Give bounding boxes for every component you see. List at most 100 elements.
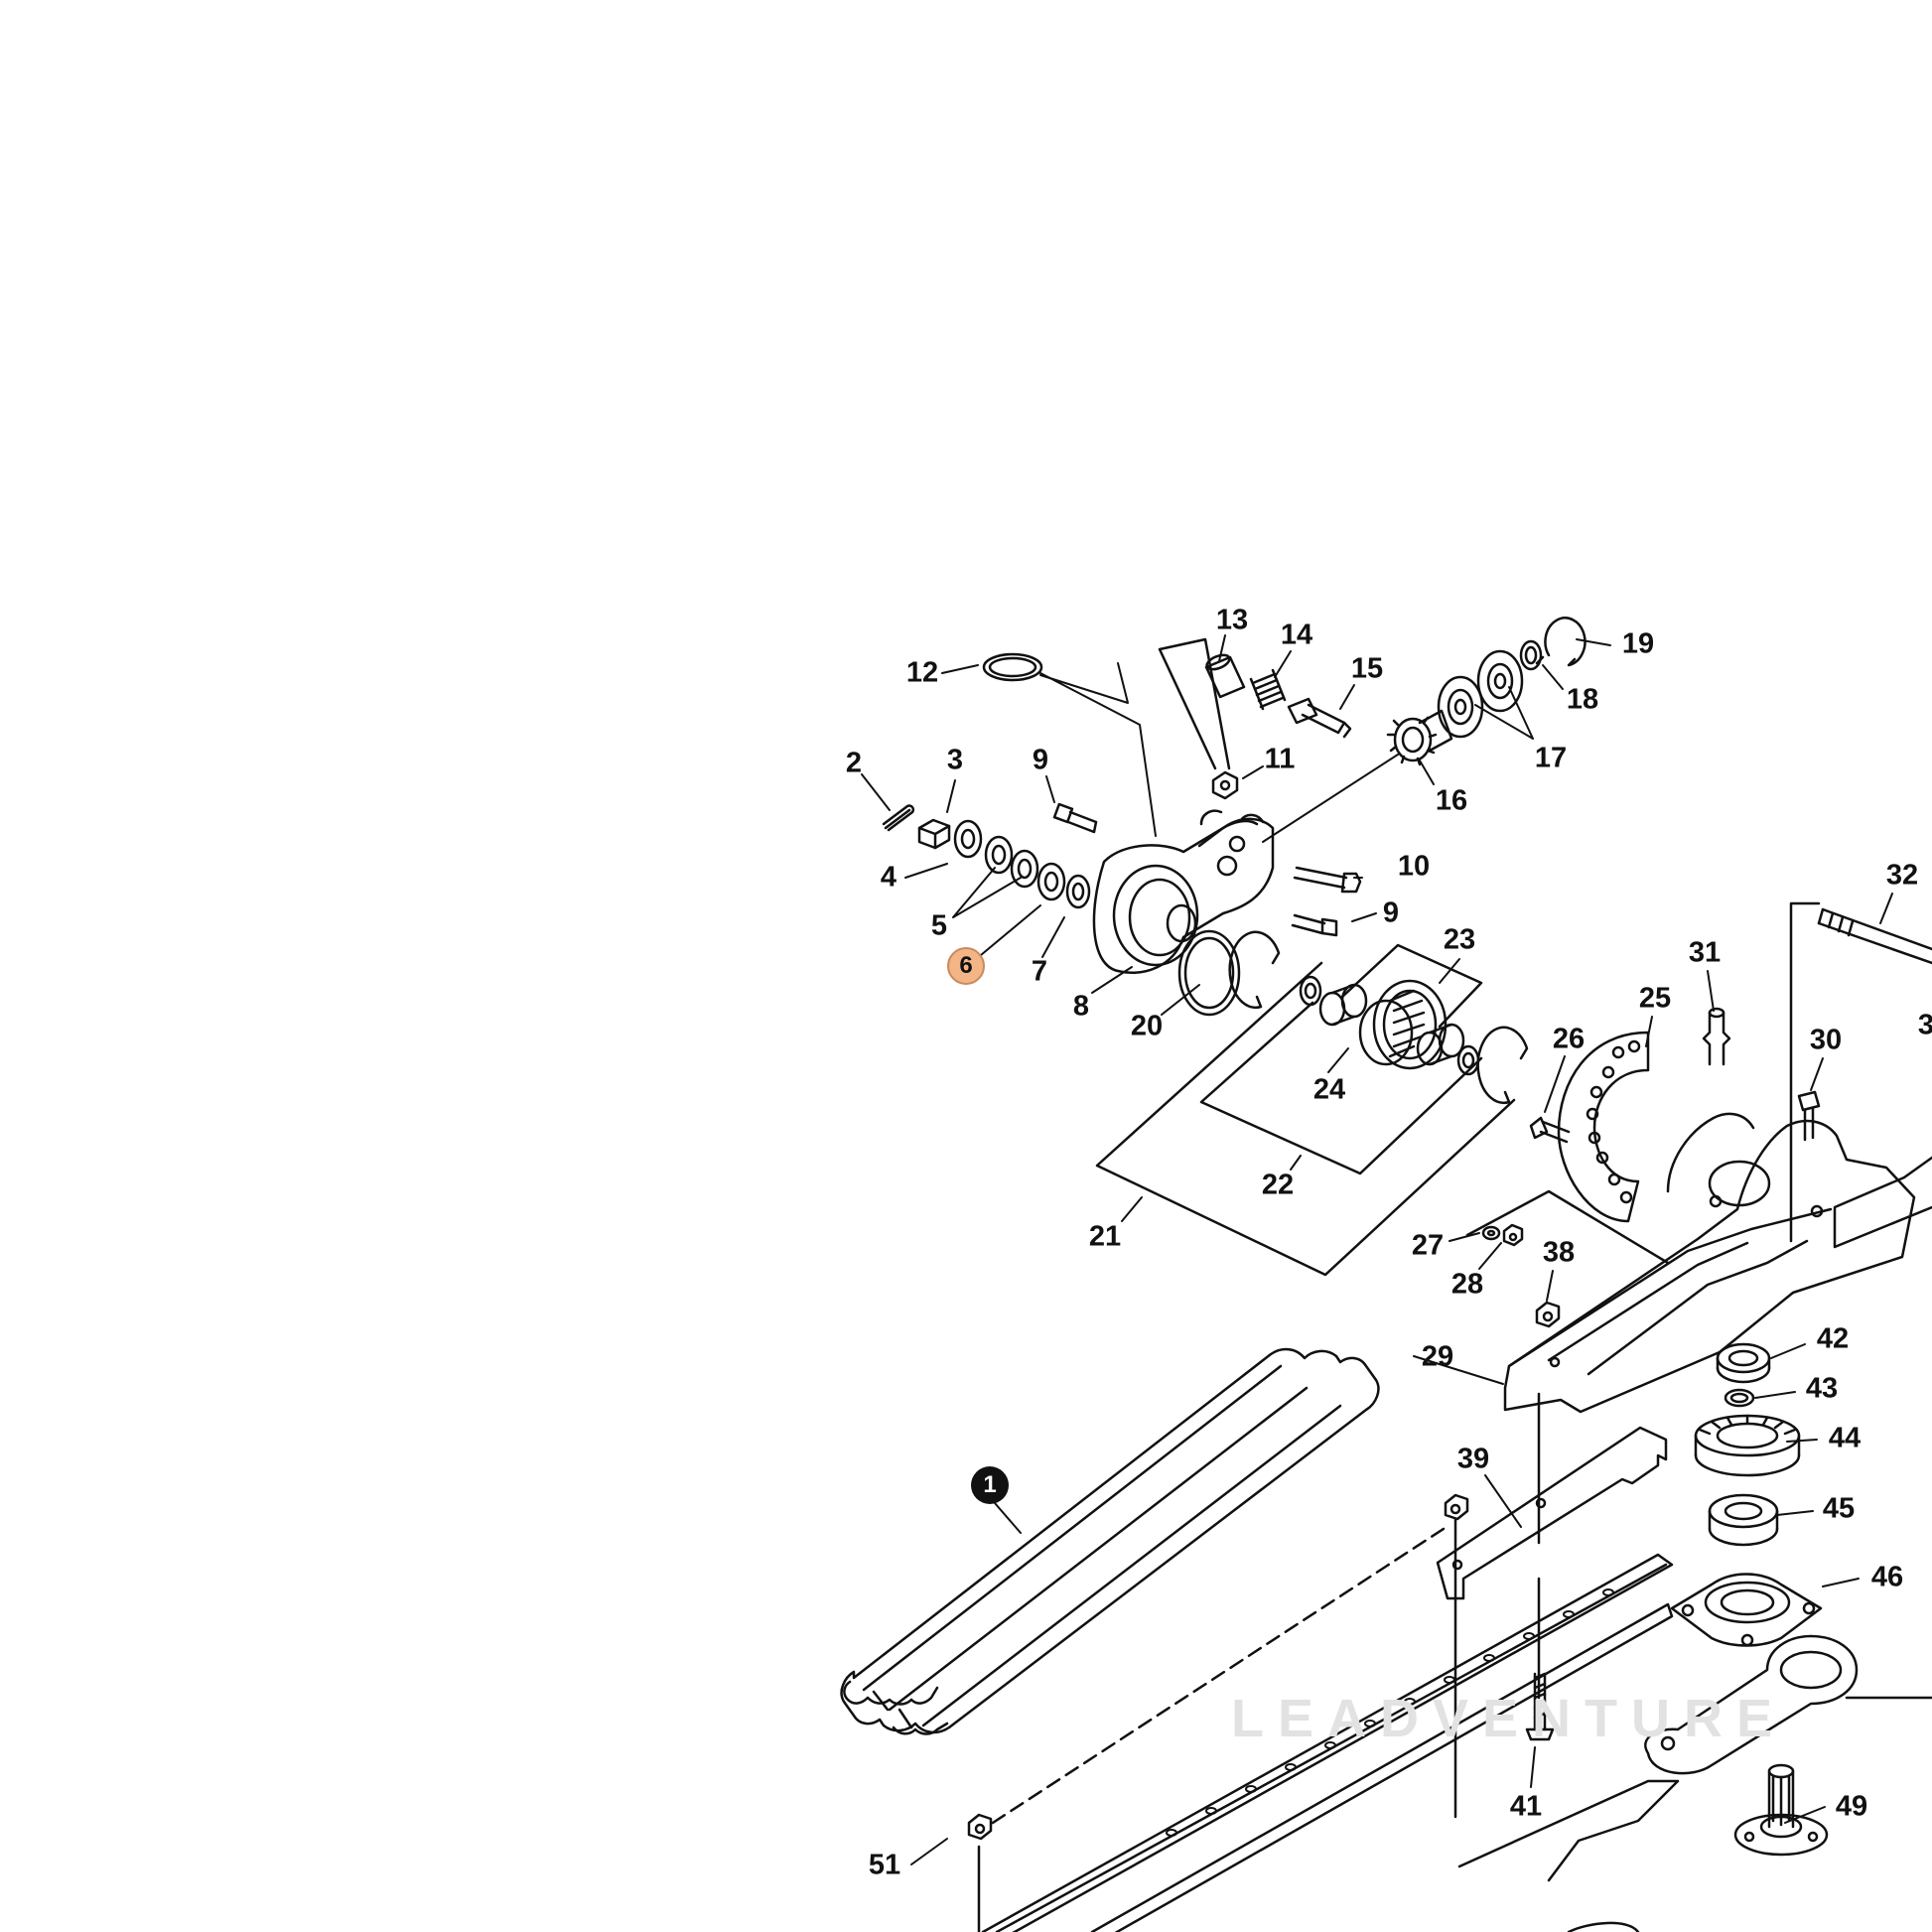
part-6-washer bbox=[1036, 862, 1066, 901]
part-16-pinion-gear bbox=[1386, 709, 1453, 766]
callout-c14[interactable]: 14 bbox=[1280, 619, 1313, 651]
bracket-23 bbox=[1340, 943, 1483, 1029]
part-32-shaft bbox=[1817, 907, 1932, 965]
leader-center bbox=[1453, 1392, 1541, 1819]
part-10-bolt bbox=[1293, 866, 1362, 894]
part-5-washer-b bbox=[1010, 849, 1039, 889]
part-29-gearbox-casting bbox=[1503, 1112, 1916, 1414]
callout-c32[interactable]: 32 bbox=[1885, 859, 1919, 892]
callout-c38[interactable]: 38 bbox=[1542, 1236, 1576, 1269]
part-28-nut bbox=[1502, 1223, 1524, 1247]
part-5-washer-a bbox=[984, 835, 1014, 875]
callout-c12[interactable]: 12 bbox=[905, 656, 939, 689]
part-42-bearing bbox=[1716, 1342, 1771, 1384]
part-23-bushing-b bbox=[1416, 1023, 1465, 1066]
part-31-grease-nipple bbox=[1702, 1007, 1731, 1066]
callout-c16[interactable]: 16 bbox=[1435, 784, 1468, 817]
part-43-circlip bbox=[1724, 1388, 1755, 1408]
part-27-washer bbox=[1481, 1225, 1501, 1241]
callout-c9b[interactable]: 9 bbox=[1382, 897, 1400, 929]
callout-c23[interactable]: 23 bbox=[1443, 923, 1476, 956]
part-44-bevel-gear bbox=[1694, 1414, 1801, 1477]
bracket-32 bbox=[1789, 901, 1821, 1243]
callout-c43[interactable]: 43 bbox=[1805, 1372, 1839, 1405]
callout-c19[interactable]: 19 bbox=[1621, 627, 1655, 660]
part-9-bolt-lower bbox=[1291, 913, 1338, 937]
callout-c2[interactable]: 2 bbox=[845, 747, 863, 779]
callout-c11[interactable]: 11 bbox=[1264, 743, 1296, 775]
callout-c49[interactable]: 49 bbox=[1835, 1790, 1868, 1823]
callout-c22[interactable]: 22 bbox=[1261, 1169, 1295, 1201]
part-17-bearings bbox=[1437, 649, 1524, 739]
callout-c18[interactable]: 18 bbox=[1566, 683, 1599, 716]
bracket-13-15 bbox=[1158, 637, 1231, 770]
part-11-nut bbox=[1211, 770, 1239, 800]
leader-lines bbox=[861, 634, 1893, 1865]
callout-c45[interactable]: 45 bbox=[1822, 1492, 1856, 1525]
part-19-circlip bbox=[1535, 617, 1587, 667]
callout-c10[interactable]: 10 bbox=[1397, 850, 1431, 883]
part-4-washer bbox=[953, 819, 983, 859]
part-40-nut bbox=[1444, 1493, 1469, 1521]
callout-c4[interactable]: 4 bbox=[880, 861, 897, 894]
part-48-crank bbox=[1644, 1634, 1859, 1775]
callout-c7[interactable]: 7 bbox=[1031, 955, 1048, 988]
part-26-screw bbox=[1529, 1116, 1571, 1144]
part-21-circlip-b bbox=[1476, 1026, 1529, 1104]
callout-c6[interactable]: 6 bbox=[947, 947, 985, 985]
part-50-blade bbox=[981, 1553, 1680, 1932]
callout-c26[interactable]: 26 bbox=[1552, 1023, 1586, 1055]
callout-c33[interactable]: 3 bbox=[1917, 1009, 1932, 1041]
callout-c27[interactable]: 27 bbox=[1411, 1229, 1445, 1262]
callout-c30[interactable]: 30 bbox=[1809, 1024, 1843, 1056]
callout-c1[interactable]: 1 bbox=[971, 1466, 1009, 1504]
callout-c5[interactable]: 5 bbox=[930, 909, 948, 942]
part-23-bushing-a bbox=[1318, 983, 1368, 1027]
callout-c28[interactable]: 28 bbox=[1450, 1268, 1484, 1301]
callout-c20[interactable]: 20 bbox=[1130, 1010, 1164, 1042]
part-14-spring bbox=[1249, 668, 1287, 711]
part-46-bearing-housing bbox=[1670, 1573, 1823, 1647]
bracket-22 bbox=[1199, 1001, 1483, 1175]
part-25-plate bbox=[1557, 1031, 1650, 1223]
callout-c31[interactable]: 31 bbox=[1688, 936, 1722, 969]
part-1-blade-guard bbox=[840, 1347, 1380, 1735]
part-45-bearing bbox=[1708, 1493, 1779, 1547]
dashed-leader-51 bbox=[991, 1523, 1451, 1825]
callout-c13[interactable]: 13 bbox=[1215, 604, 1249, 636]
callout-c44[interactable]: 44 bbox=[1828, 1422, 1862, 1454]
part-13-pin bbox=[1204, 653, 1246, 699]
callout-c29[interactable]: 29 bbox=[1421, 1340, 1454, 1373]
part-2-cotter-pin bbox=[882, 804, 915, 832]
part-24-bevel-gear bbox=[1358, 979, 1448, 1070]
callout-c15[interactable]: 15 bbox=[1350, 652, 1384, 685]
part-8-gear-housing bbox=[1092, 809, 1275, 974]
part-49-splined-shaft bbox=[1733, 1763, 1829, 1857]
part-18-washer bbox=[1519, 639, 1543, 671]
callout-c39[interactable]: 39 bbox=[1456, 1443, 1490, 1475]
callout-c17[interactable]: 17 bbox=[1534, 742, 1568, 774]
callout-c21[interactable]: 21 bbox=[1088, 1220, 1122, 1253]
part-38-nut bbox=[1535, 1301, 1561, 1328]
callout-c3[interactable]: 3 bbox=[946, 744, 964, 776]
bracket-27-28 bbox=[1465, 1189, 1670, 1265]
callout-c42[interactable]: 42 bbox=[1816, 1322, 1850, 1355]
callout-c25[interactable]: 25 bbox=[1638, 982, 1672, 1015]
part-30-screw bbox=[1797, 1090, 1821, 1142]
part-51-nut bbox=[967, 1813, 993, 1841]
bracket-33 bbox=[1833, 1156, 1932, 1249]
part-39-connecting-plate bbox=[1436, 1426, 1668, 1600]
part-21-circlip bbox=[1228, 930, 1281, 1009]
part-22-washer bbox=[1299, 975, 1322, 1007]
callout-c46[interactable]: 46 bbox=[1870, 1561, 1904, 1593]
callout-c8[interactable]: 8 bbox=[1072, 990, 1090, 1023]
part-15-bolt bbox=[1287, 697, 1352, 739]
callout-c41[interactable]: 41 bbox=[1509, 1790, 1543, 1823]
part-41-screw bbox=[1525, 1672, 1555, 1741]
callout-c51[interactable]: 51 bbox=[868, 1849, 901, 1881]
part-9-bolt-upper bbox=[1052, 802, 1098, 834]
part-20-ring bbox=[1177, 929, 1241, 1017]
callout-c9a[interactable]: 9 bbox=[1032, 744, 1049, 776]
callout-c24[interactable]: 24 bbox=[1312, 1073, 1346, 1106]
